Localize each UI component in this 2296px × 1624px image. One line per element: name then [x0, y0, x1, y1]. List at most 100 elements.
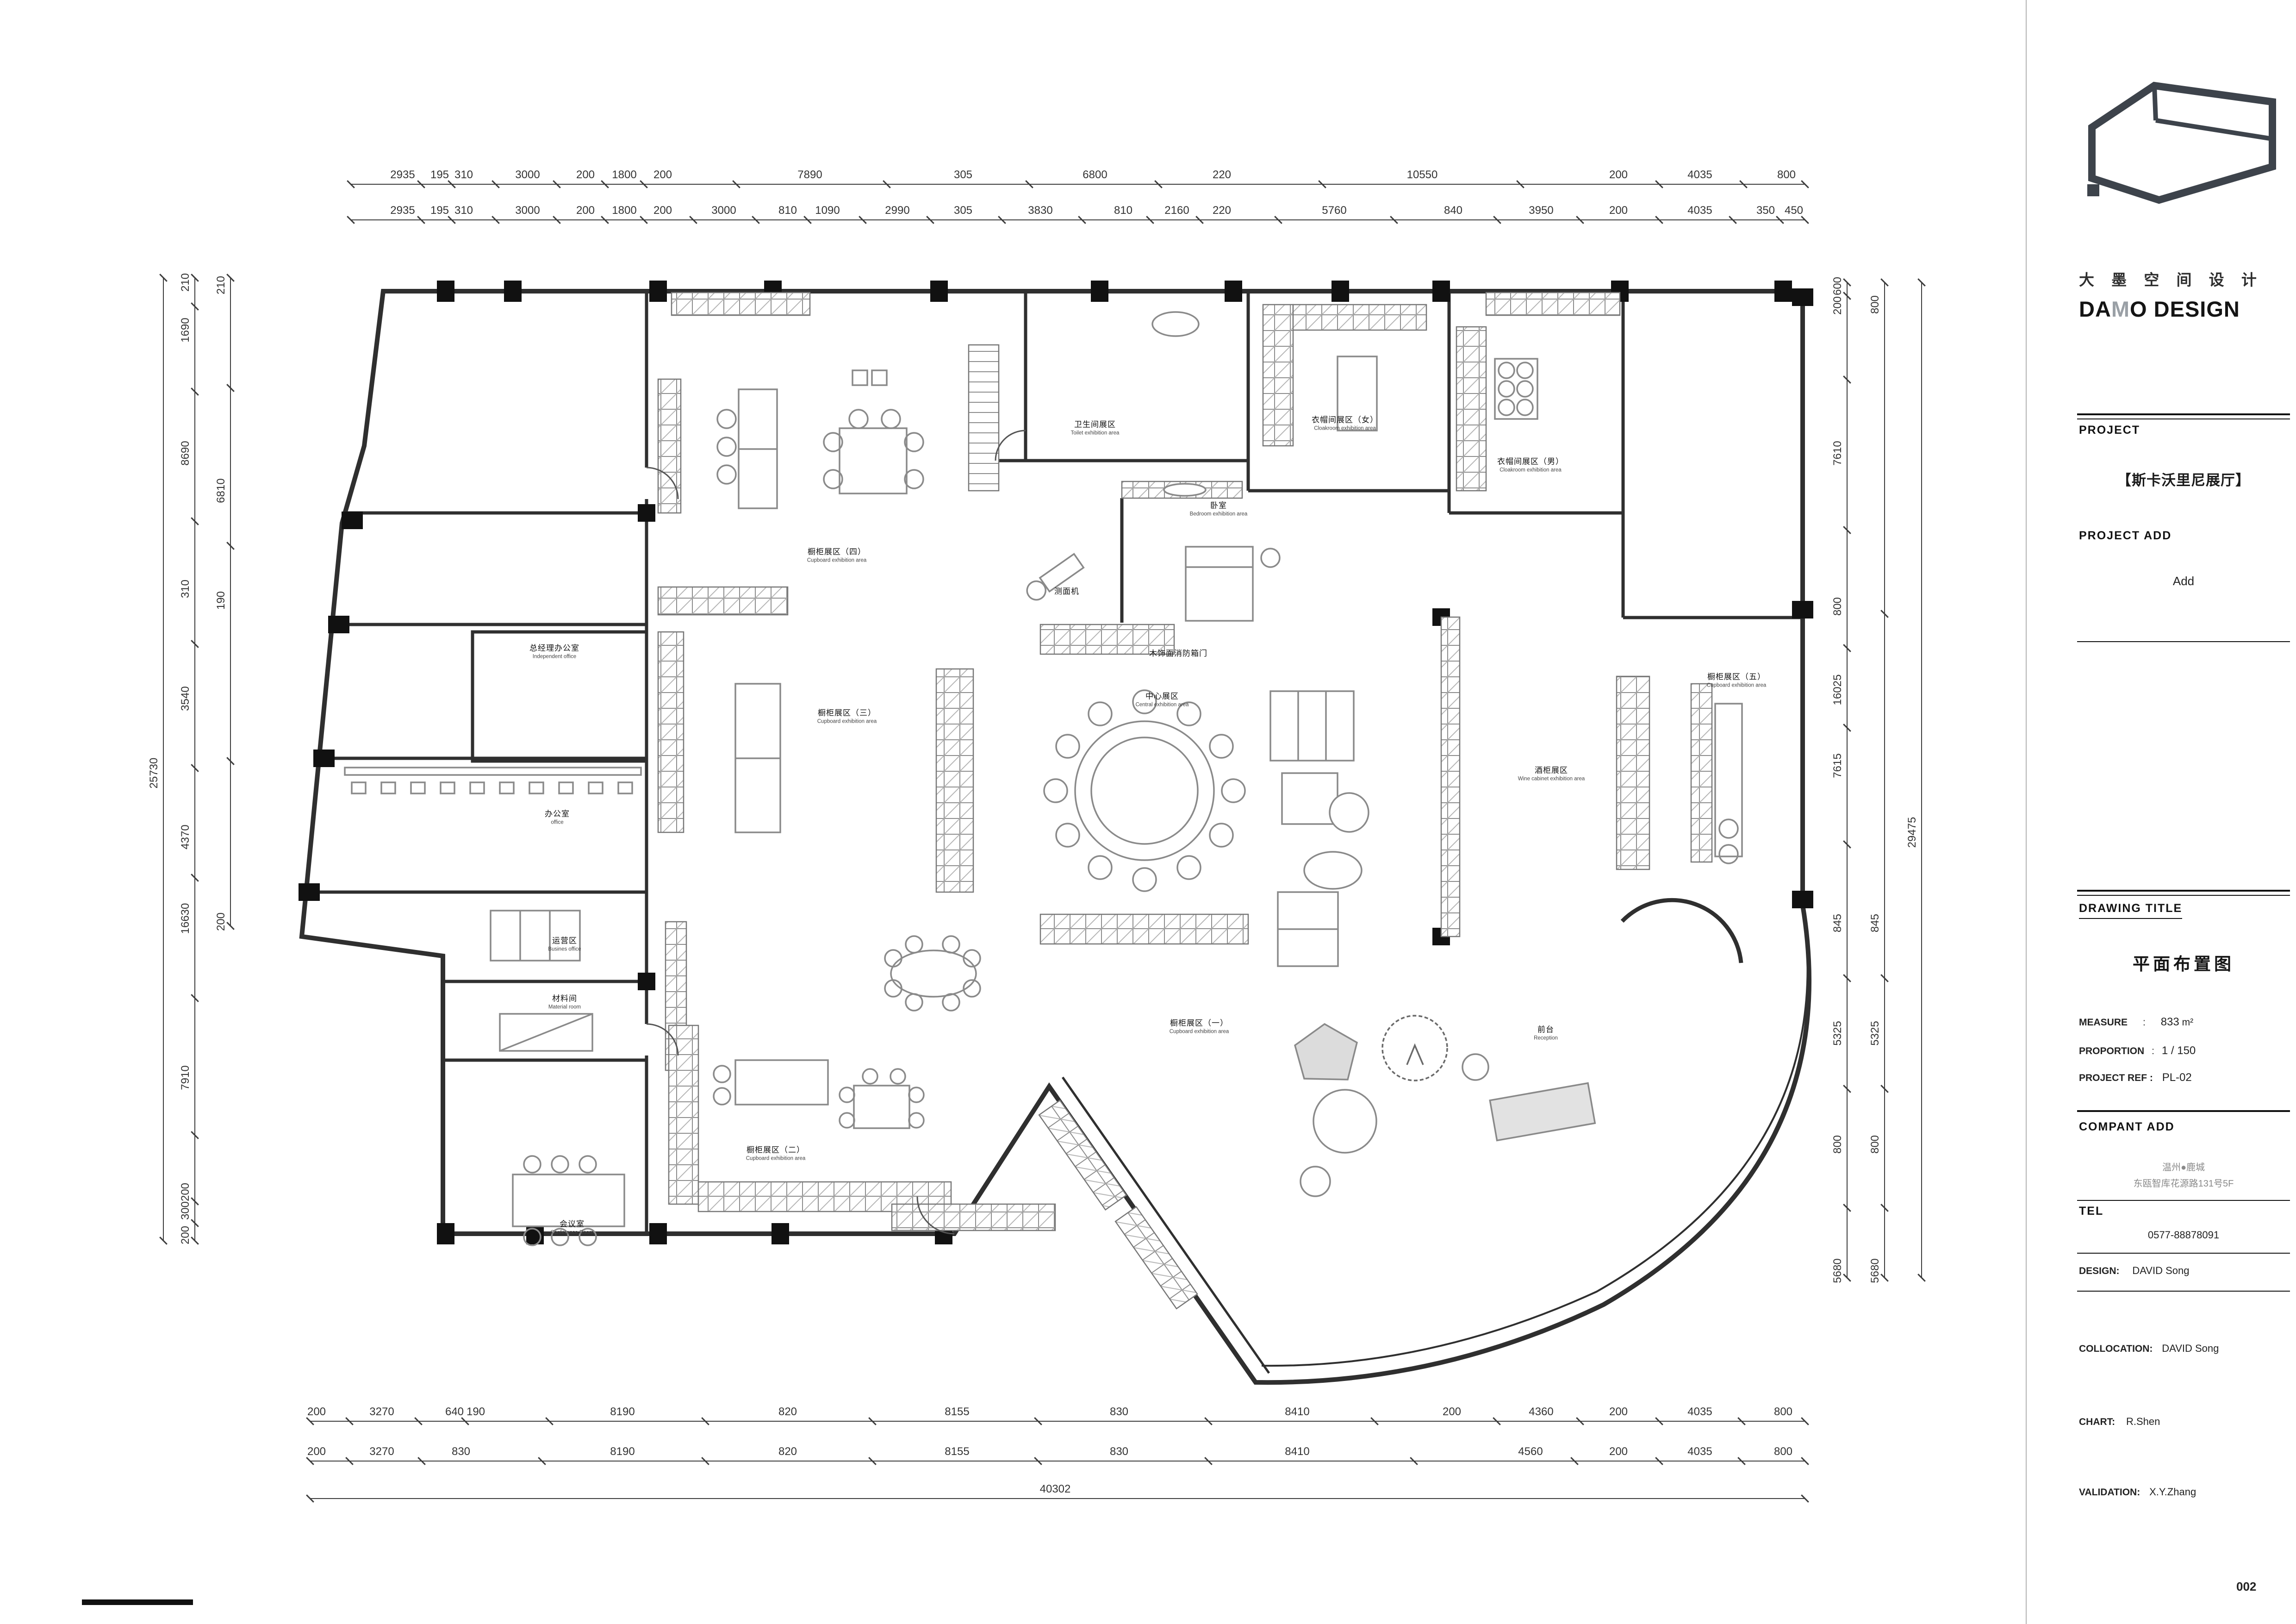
dimension-value: 40302 — [1039, 1483, 1071, 1495]
dimension-value: 800 — [1773, 1405, 1793, 1418]
damo-logo — [2087, 81, 2276, 204]
dimension-value: 8690 — [179, 441, 192, 466]
brand-english: DAMO DESIGN — [2079, 296, 2240, 322]
dimension-value: 800 — [1831, 597, 1844, 616]
compant-add-line2: 东瓯智库花源路131号5F — [2133, 1179, 2234, 1189]
measure-value: 833 — [2160, 1016, 2179, 1028]
dimension-value: 820 — [778, 1445, 797, 1458]
room-label-8: 木饰面消防箱门 — [1149, 649, 1207, 658]
dimension-value: 4560 — [1518, 1445, 1543, 1458]
room-label-5: 橱柜展区（四）Cupboard exhibition area — [807, 547, 867, 563]
room-label-2: 衣帽间展区（女）Cloakroom exhibition area — [1312, 415, 1378, 431]
dimension-value: 25730 — [148, 757, 160, 789]
dimension-value: 4370 — [179, 824, 192, 849]
dimension-value: 840 — [1444, 204, 1463, 217]
proportion-row: PROPORTION : 1 / 150 — [2079, 1044, 2196, 1057]
dimension-line-left1 — [194, 278, 195, 1241]
project-ref-row: PROJECT REF : PL-02 — [2079, 1071, 2192, 1084]
dimension-value: 4035 — [1687, 169, 1712, 181]
dimension-value: 300 — [179, 1201, 192, 1220]
dimension-value: 7615 — [1831, 753, 1844, 778]
rule — [2077, 1200, 2290, 1201]
measure-unit: m² — [2182, 1017, 2194, 1028]
dimension-value: 200 — [576, 204, 595, 217]
dimension-value: 640 — [445, 1405, 464, 1418]
cabinet-runs — [657, 292, 1713, 1310]
brand-en-part3: O DESIGN — [2130, 297, 2240, 321]
tel-label: TEL — [2079, 1205, 2104, 1218]
dimension-value: 7610 — [1831, 441, 1844, 466]
measure-sep: : — [2142, 1017, 2146, 1028]
brand-en-part1: DA — [2079, 297, 2111, 321]
dimension-value: 820 — [778, 1405, 797, 1418]
rule — [2077, 1253, 2290, 1254]
design-label: DESIGN: — [2079, 1266, 2120, 1276]
dimension-value: 5680 — [1869, 1258, 1881, 1283]
dimension-value: 310 — [454, 204, 473, 217]
dimension-value: 3000 — [515, 169, 540, 181]
rule — [2077, 418, 2290, 419]
tel-value: 0577-88878091 — [2147, 1229, 2220, 1241]
validation-value: X.Y.Zhang — [2149, 1486, 2196, 1498]
measure-label: MEASURE — [2079, 1017, 2128, 1028]
furniture — [344, 311, 1743, 1246]
rule — [2077, 1110, 2290, 1112]
dimension-value: 220 — [1212, 169, 1232, 181]
room-label-6: 测面机 — [1054, 587, 1079, 596]
brand-en-part2: M — [2111, 297, 2130, 321]
dimension-value: 800 — [1831, 1135, 1844, 1154]
collocation-row: COLLOCATION: DAVID Song — [2079, 1343, 2219, 1355]
dimension-value: 4035 — [1687, 1405, 1712, 1418]
dimension-value: 3270 — [369, 1445, 394, 1458]
dimension-line-bot2 — [310, 1461, 1805, 1462]
dimension-value: 200 — [307, 1445, 326, 1458]
dimension-line-botT — [310, 1498, 1805, 1499]
dimension-line-top2 — [351, 219, 1805, 220]
dimension-value: 3000 — [711, 204, 736, 217]
dimension-value: 350 — [1756, 204, 1775, 217]
proportion-value: 1 / 150 — [2161, 1044, 2196, 1057]
dimension-value: 195 — [430, 204, 449, 217]
dimension-line-right1 — [1847, 282, 1848, 1278]
outer-walls — [299, 289, 1812, 1385]
dimension-value: 200 — [215, 912, 227, 931]
project-name: 【斯卡沃里尼展厅】 — [2117, 472, 2250, 488]
dimension-value: 3000 — [515, 204, 540, 217]
dimension-value: 210 — [215, 275, 227, 295]
dimension-value: 200 — [1609, 204, 1628, 217]
dimension-value: 3950 — [1529, 204, 1554, 217]
design-value: DAVID Song — [2132, 1265, 2190, 1276]
design-row: DESIGN: DAVID Song — [2079, 1265, 2189, 1277]
dimension-value: 800 — [1773, 1445, 1793, 1458]
dimension-value: 830 — [1109, 1445, 1129, 1458]
brand-chinese: 大 墨 空 间 设 计 — [2079, 271, 2263, 288]
dimension-value: 845 — [1831, 913, 1844, 933]
dimension-value: 6800 — [1083, 169, 1108, 181]
chart-row: CHART: R.Shen — [2079, 1416, 2160, 1428]
dimension-value: 1800 — [612, 169, 637, 181]
dimension-value: 600 — [1831, 276, 1844, 296]
dimension-value: 190 — [215, 591, 227, 610]
dimension-value: 210 — [179, 273, 192, 292]
dimension-value: 8190 — [610, 1405, 635, 1418]
rule — [2077, 1291, 2290, 1292]
proportion-label: PROPORTION — [2079, 1046, 2145, 1056]
drawing-title-value: 平面布置图 — [2133, 955, 2234, 974]
dimension-value: 4360 — [1529, 1405, 1554, 1418]
dimension-value: 2935 — [390, 204, 415, 217]
dimension-value: 4035 — [1687, 1445, 1712, 1458]
dimension-value: 16630 — [179, 903, 192, 934]
dimension-value: 3540 — [179, 686, 192, 711]
dimension-value: 830 — [1109, 1405, 1129, 1418]
project-add-value: Add — [2172, 574, 2195, 588]
validation-label: VALIDATION: — [2079, 1487, 2140, 1498]
compant-add-label: COMPANT ADD — [2079, 1120, 2175, 1133]
